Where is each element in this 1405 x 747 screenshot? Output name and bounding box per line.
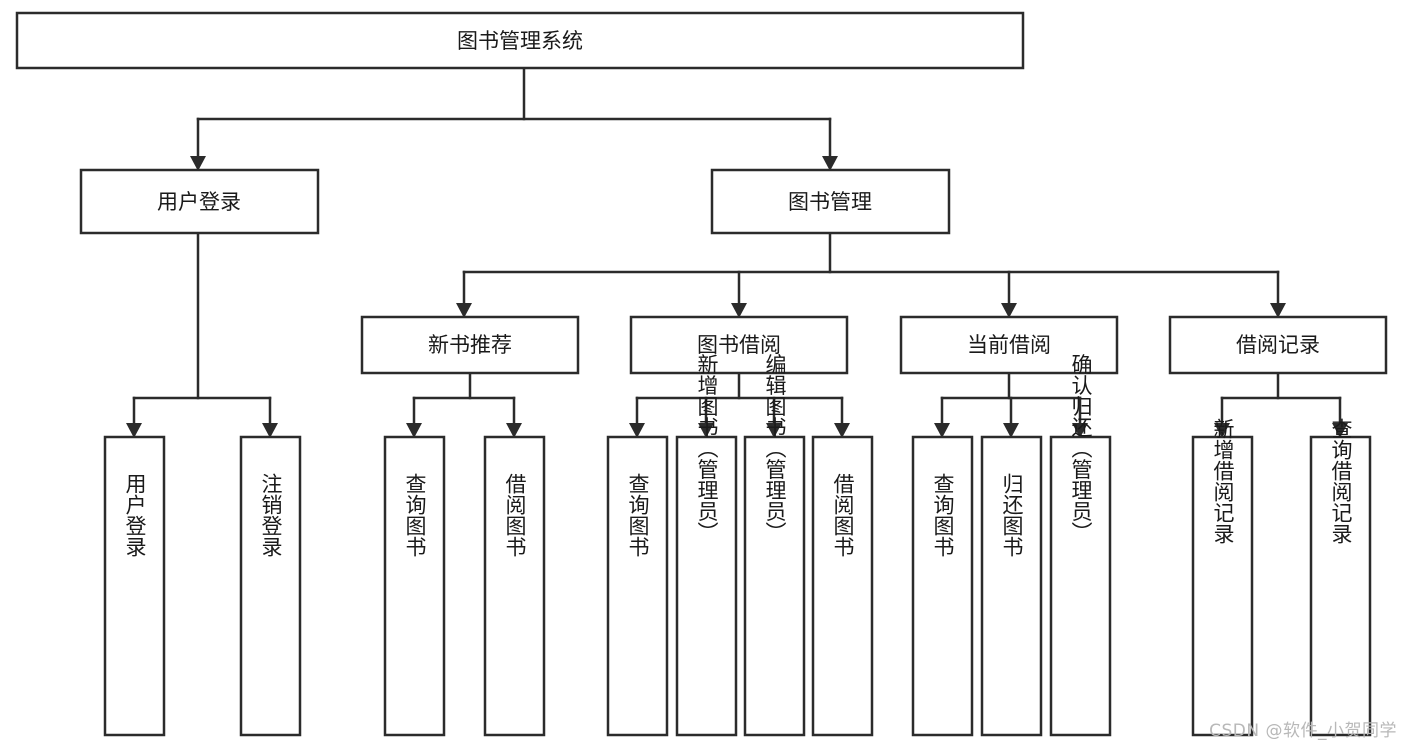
node-user-login[interactable]: 用户登录 [79,168,320,235]
node-leaf-return-book[interactable]: 归还图书 [980,435,1043,737]
node-leaf-user-login[interactable]: 用户登录 [103,435,166,737]
node-leaf-add-book[interactable]: 新增图书（管理员） [675,354,738,737]
node-leaf-query-record[interactable]: 查询借阅记录 [1309,418,1372,737]
node-leaf-borrow-book-1-box[interactable] [483,435,546,737]
node-root-label: 图书管理系统 [457,29,583,53]
node-borrow-record[interactable]: 借阅记录 [1168,315,1388,375]
node-leaf-query-book-2[interactable]: 查询图书 [606,435,669,737]
node-leaf-edit-book[interactable]: 编辑图书（管理员） [743,354,806,737]
node-leaf-logout-login-box[interactable] [239,435,302,737]
node-leaf-logout-login[interactable]: 注销登录 [239,435,302,737]
node-leaf-add-record-label: 新增借阅记录 [1211,418,1235,544]
node-root-box[interactable] [15,11,1025,70]
node-leaf-query-book-3-label: 查询图书 [931,473,955,557]
node-leaf-query-book-2-label: 查询图书 [626,473,650,557]
node-leaf-borrow-book-2[interactable]: 借阅图书 [811,435,874,737]
node-leaf-borrow-book-2-label: 借阅图书 [831,473,855,557]
node-new-book-recommend-label: 新书推荐 [428,333,512,357]
node-leaf-user-login-box[interactable] [103,435,166,737]
node-book-management[interactable]: 图书管理 [710,168,951,235]
node-leaf-edit-book-box[interactable] [743,435,806,737]
node-leaf-edit-book-label: 编辑图书（管理员） [763,354,787,543]
node-book-borrow-box[interactable] [629,315,849,375]
node-leaf-borrow-book-1[interactable]: 借阅图书 [483,435,546,737]
node-leaf-query-record-box[interactable] [1309,435,1372,737]
node-current-borrow-label: 当前借阅 [967,333,1051,357]
node-user-login-label: 用户登录 [157,190,241,214]
node-leaf-query-book-3[interactable]: 查询图书 [911,435,974,737]
node-leaf-borrow-book-2-box[interactable] [811,435,874,737]
node-leaf-logout-login-label: 注销登录 [259,473,283,557]
node-borrow-record-label: 借阅记录 [1236,333,1320,357]
node-borrow-record-box[interactable] [1168,315,1388,375]
node-current-borrow-box[interactable] [899,315,1119,375]
node-book-management-label: 图书管理 [788,190,872,214]
node-leaf-borrow-book-1-label: 借阅图书 [503,473,527,557]
node-leaf-query-book-1-label: 查询图书 [403,473,427,557]
node-leaf-return-book-box[interactable] [980,435,1043,737]
node-root[interactable]: 图书管理系统 [15,11,1025,70]
node-user-login-box[interactable] [79,168,320,235]
node-book-borrow[interactable]: 图书借阅 [629,315,849,375]
node-leaf-return-book-label: 归还图书 [1000,473,1024,557]
node-new-book-recommend-box[interactable] [360,315,580,375]
node-leaf-query-book-3-box[interactable] [911,435,974,737]
node-leaf-query-book-1[interactable]: 查询图书 [383,435,446,737]
node-leaf-add-book-box[interactable] [675,435,738,737]
node-leaf-confirm-return-box[interactable] [1049,435,1112,737]
node-leaf-user-login-label: 用户登录 [123,473,147,557]
node-book-management-box[interactable] [710,168,951,235]
node-leaf-add-record-box[interactable] [1191,435,1254,737]
node-leaf-query-record-label: 查询借阅记录 [1329,418,1353,544]
node-leaf-query-book-2-box[interactable] [606,435,669,737]
node-leaf-add-book-label: 新增图书（管理员） [695,354,719,543]
csdn-watermark: CSDN @软件_小贺同学 [1209,721,1397,741]
node-leaf-add-record[interactable]: 新增借阅记录 [1191,418,1254,737]
node-leaf-query-book-1-box[interactable] [383,435,446,737]
connector-layer [126,66,1348,438]
node-leaf-confirm-return-label: 确认归还（管理员） [1069,354,1093,543]
node-current-borrow[interactable]: 当前借阅 [899,315,1119,375]
node-book-borrow-label: 图书借阅 [697,333,781,357]
node-new-book-recommend[interactable]: 新书推荐 [360,315,580,375]
node-leaf-confirm-return[interactable]: 确认归还（管理员） [1049,354,1112,737]
